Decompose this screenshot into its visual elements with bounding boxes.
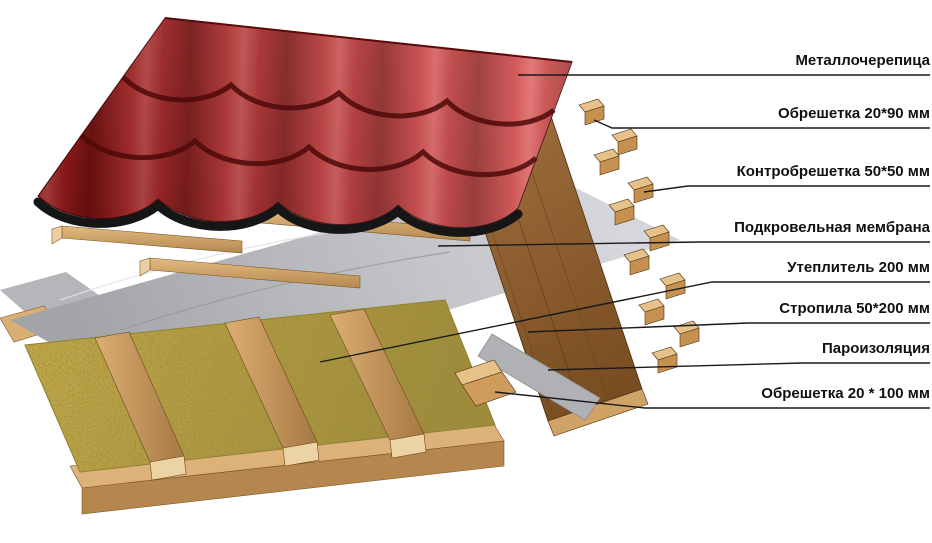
label-counter-batten-50x50: Контробрешетка 50*50 мм (736, 163, 930, 180)
tile-row-separator (79, 133, 538, 177)
vapor-barrier-layer (477, 333, 601, 421)
leader-line-rafter (527, 322, 930, 333)
label-rafter-50x200: Стропила 50*200 мм (779, 300, 930, 317)
tile-edge-shadow (33, 197, 523, 237)
leader-line-counter-batten (643, 185, 930, 193)
rafter-beam (224, 316, 320, 467)
tile-row-separator (121, 75, 556, 127)
bottom-batten-block (454, 359, 517, 407)
tile-ridge-edge (164, 17, 573, 63)
label-membrane: Подкровельная мембрана (734, 219, 930, 236)
label-batten-20x90: Обрешетка 20*90 мм (777, 105, 930, 122)
batten-beam (51, 225, 243, 254)
leader-line-vapor-barrier (547, 362, 930, 371)
batten-beam (139, 257, 361, 289)
label-vapor-barrier: Пароизоляция (821, 340, 930, 357)
label-insulation-200: Утеплитель 200 мм (787, 259, 930, 276)
leader-line-insulation (319, 281, 930, 363)
leader-line-membrane (437, 241, 930, 247)
ceiling-rafters (94, 308, 427, 481)
rafter-beam (329, 308, 427, 459)
label-metal-tile: Металлочерепица (795, 52, 930, 69)
leader-lines (319, 74, 930, 409)
rafter-beam (94, 331, 187, 481)
label-batten-20x100: Обрешетка 20 * 100 мм (761, 385, 930, 402)
metal-tile-sheet (33, 17, 573, 237)
leader-line-batten-20x90 (593, 119, 930, 129)
leader-line-batten-20x100 (494, 391, 930, 409)
